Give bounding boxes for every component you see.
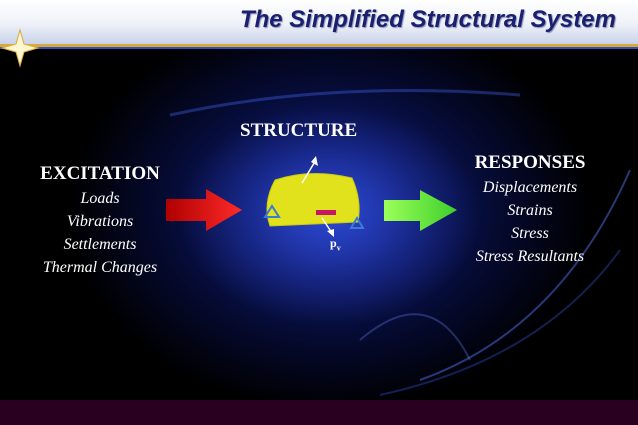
- pv-label: pv: [330, 236, 341, 253]
- pv-arrow-icon: [321, 217, 334, 237]
- excitation-arrow-icon: [166, 189, 242, 231]
- response-arrow-icon: [384, 190, 457, 231]
- responses-heading: RESPONSES: [474, 152, 586, 173]
- response-item: Strains: [507, 202, 553, 219]
- light-streak: [419, 169, 631, 381]
- structure-body: [266, 172, 360, 227]
- excitation-item: Thermal Changes: [42, 259, 158, 276]
- excitation-item: Loads: [80, 190, 120, 207]
- bottom-band: [0, 400, 638, 425]
- response-item: Stress Resultants: [475, 248, 585, 265]
- responses-column: RESPONSES Displacements Strains Stress S…: [455, 152, 605, 268]
- response-item: Displacements: [482, 179, 578, 196]
- title-bar: The Simplified Structural System: [0, 0, 638, 44]
- sparkle-icon: [0, 28, 40, 68]
- excitation-item: Vibrations: [66, 213, 134, 230]
- light-streak: [359, 313, 471, 361]
- structure-label: STRUCTURE: [240, 120, 358, 141]
- excitation-heading: EXCITATION: [40, 163, 160, 184]
- excitation-item: Settlements: [63, 236, 137, 253]
- element-marker: [316, 210, 336, 215]
- light-streak: [379, 249, 621, 396]
- response-item: Stress: [511, 225, 549, 242]
- excitation-column: EXCITATION Loads Vibrations Settlements …: [20, 163, 180, 279]
- load-arrow-icon: [301, 156, 318, 184]
- title-rule-gold: [0, 44, 638, 47]
- support-right-icon: [349, 216, 365, 229]
- title-rule-blue: [0, 47, 638, 49]
- light-streak: [169, 89, 521, 117]
- support-left-icon: [263, 204, 281, 218]
- slide-title: The Simplified Structural System: [239, 6, 616, 33]
